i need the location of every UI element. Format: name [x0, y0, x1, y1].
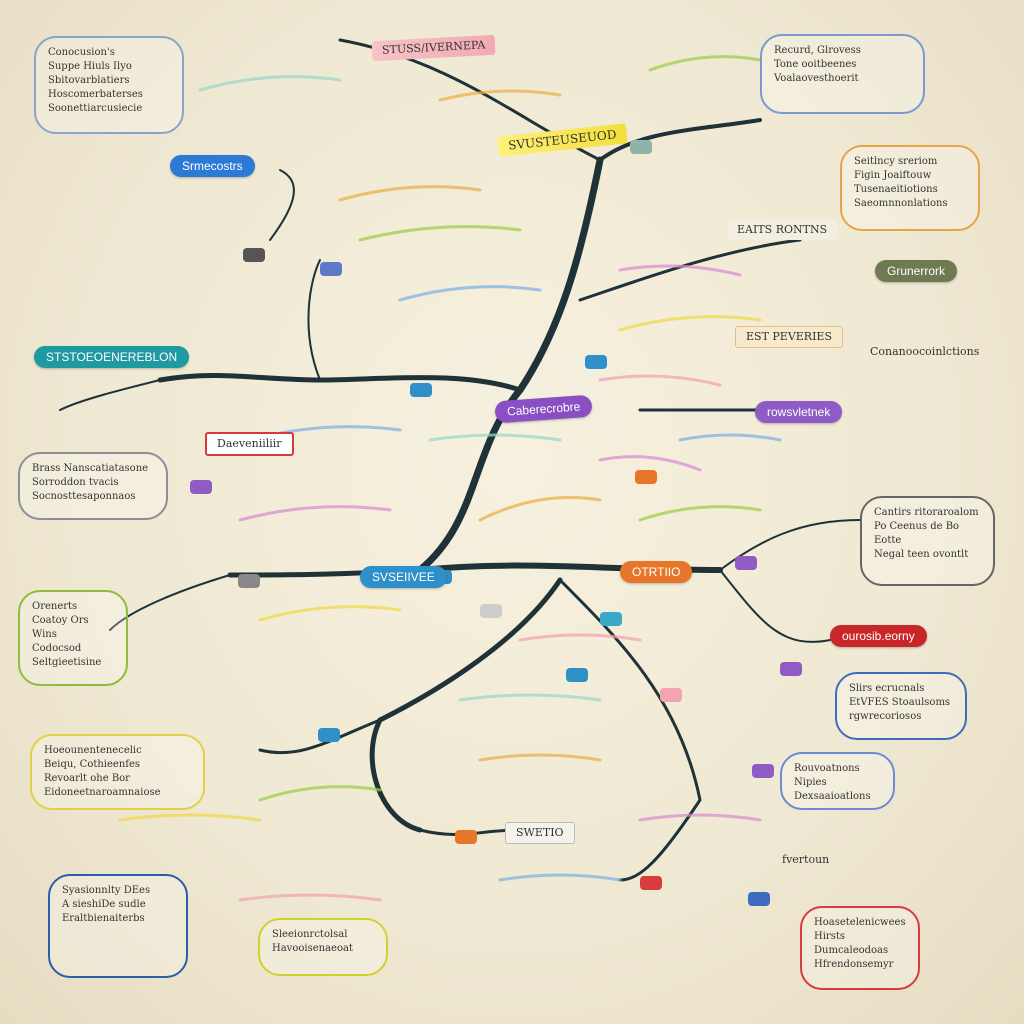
sub-branch-stroke — [638, 505, 762, 522]
connector-node — [318, 728, 340, 742]
sub-branch-stroke — [518, 633, 642, 642]
node-label-ststoeoenereblon: STSTOEOENEREBLON — [34, 346, 190, 368]
sub-branch-stroke — [598, 374, 722, 387]
connector-node — [752, 764, 774, 778]
branch-small-2 — [269, 169, 295, 241]
sub-branch-stroke — [238, 505, 392, 522]
connector-node — [480, 604, 502, 618]
note-bubble-right-lower: Slirs ecrucnals EtVFES Stoaulsoms rgwrec… — [835, 672, 967, 740]
note-bubble-right-bottom: Rouvoatnons Nipies Dexsaaioatlons — [780, 752, 895, 810]
note-bubble-bottom-left: Syasionnlty DEes A sieshiDe sudle Eraltb… — [48, 874, 188, 978]
sub-branch-stroke — [638, 813, 762, 822]
branch-small-3 — [59, 379, 161, 411]
node-label-eaits-rontns: EAITS RONTNS — [727, 220, 838, 240]
node-label-srmecostrs: Srmecostrs — [170, 155, 255, 177]
node-label-otrtiio: OTRTIIO — [620, 561, 693, 583]
branch-small-1 — [307, 259, 321, 381]
branch-right-upper — [578, 238, 802, 302]
branch-lower-right — [558, 578, 702, 882]
connector-node — [735, 556, 757, 570]
connector-node — [600, 612, 622, 626]
node-label-rowsvletnek: rowsvletnek — [755, 401, 843, 423]
connector-node — [660, 688, 682, 702]
sub-branch-stroke — [118, 813, 262, 822]
sub-branch-stroke — [398, 285, 542, 302]
node-label-ourosib-eorny: ourosib.eorny — [830, 625, 927, 647]
sub-branch-stroke — [648, 55, 762, 72]
connector-node — [585, 355, 607, 369]
branch-lower — [369, 577, 563, 833]
connector-node — [238, 574, 260, 588]
connector-node — [780, 662, 802, 676]
sub-branch-stroke — [338, 185, 482, 202]
note-bubble-top-left: Conocusion's Suppe Hiuls Ilyo Sbitovarbl… — [34, 36, 184, 134]
node-label-conanoocoinlctions: Conanoocoinlctions — [870, 345, 980, 358]
note-bubble-right-upper: Seitlncy sreriom Figin Joaiftouw Tusenae… — [840, 145, 980, 231]
node-label-daeveniiliir: Daeveniiliir — [205, 432, 294, 456]
connector-node — [566, 668, 588, 682]
branch-left-mid — [157, 373, 523, 393]
note-bubble-left-lower: Orenerts Coatoy Ors Wins Codocsod Seltgi… — [18, 590, 128, 686]
branch-right-lower — [719, 569, 831, 643]
branch-right-mid — [719, 519, 861, 571]
sub-branch-stroke — [478, 753, 602, 762]
sub-branch-stroke — [238, 893, 382, 902]
connector-node — [190, 480, 212, 494]
note-bubble-bottom-center: Sleeionrctolsal Havooisenaeoat — [258, 918, 388, 976]
connector-node — [410, 383, 432, 397]
sub-branch-stroke — [258, 605, 402, 622]
sub-branch-stroke — [678, 433, 782, 442]
node-label-fvertoun: fvertoun — [782, 853, 830, 866]
connector-node — [455, 830, 477, 844]
node-label-swetio: SWETIO — [505, 822, 575, 844]
sub-branch-stroke — [598, 455, 702, 472]
connector-node — [320, 262, 342, 276]
branch-lower-left — [258, 718, 382, 755]
sub-branch-stroke — [478, 496, 602, 522]
sub-branch-stroke — [358, 225, 522, 242]
sub-branch-stroke — [498, 873, 622, 882]
branch-small-4 — [109, 574, 231, 631]
note-bubble-top-right: Recurd, Glrovess Tone ooitbeenes Voalaov… — [760, 34, 925, 114]
sub-branch-stroke — [458, 693, 602, 702]
connector-node — [748, 892, 770, 906]
note-bubble-bottom-right: Hoasetelenicwees Hirsts Dumcaleodoas Hfr… — [800, 906, 920, 990]
node-label-svseiivee: SVSEIIVEE — [360, 566, 447, 588]
connector-node — [243, 248, 265, 262]
connector-node — [640, 876, 662, 890]
sub-branch-stroke — [198, 75, 342, 92]
note-bubble-right-mid: Cantirs ritoraroalom Po Ceenus de Bo Eot… — [860, 496, 995, 586]
connector-node — [630, 140, 652, 154]
node-label-est-peveries: EST PEVERIES — [735, 326, 843, 348]
sub-branch-stroke — [438, 89, 562, 102]
sub-branch-stroke — [618, 264, 742, 277]
connector-node — [635, 470, 657, 484]
note-bubble-left-bottom-mid: Hoeounentenecelic Beiqu, Cothieenfes Rev… — [30, 734, 205, 810]
sub-branch-stroke — [428, 433, 562, 442]
branch-top-right — [598, 118, 762, 162]
sub-branch-stroke — [618, 315, 762, 332]
node-label-grunerrork: Grunerrork — [875, 260, 958, 282]
sub-branch-stroke — [258, 785, 382, 802]
note-bubble-left-mid: Brass Nanscatiatasone Sorroddon tvacis S… — [18, 452, 168, 520]
